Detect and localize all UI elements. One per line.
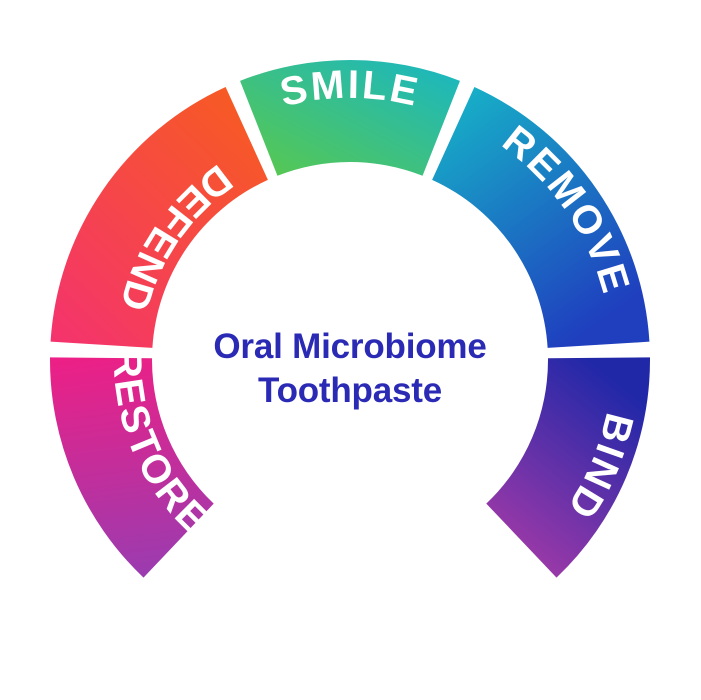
- segment-smile[interactable]: [240, 60, 460, 176]
- center-title-line-2: Toothpaste: [257, 370, 442, 410]
- center-title-line-1: Oral Microbiome: [213, 327, 487, 366]
- segment-label-smile: SMILE: [276, 63, 424, 116]
- center-title: Oral Microbiome Toothpaste: [145, 325, 555, 413]
- segment-remove[interactable]: [432, 87, 650, 348]
- segment-defend[interactable]: [50, 87, 268, 348]
- segment-restore[interactable]: [50, 357, 214, 578]
- ring-segments: [50, 60, 650, 578]
- segment-bind[interactable]: [486, 357, 650, 578]
